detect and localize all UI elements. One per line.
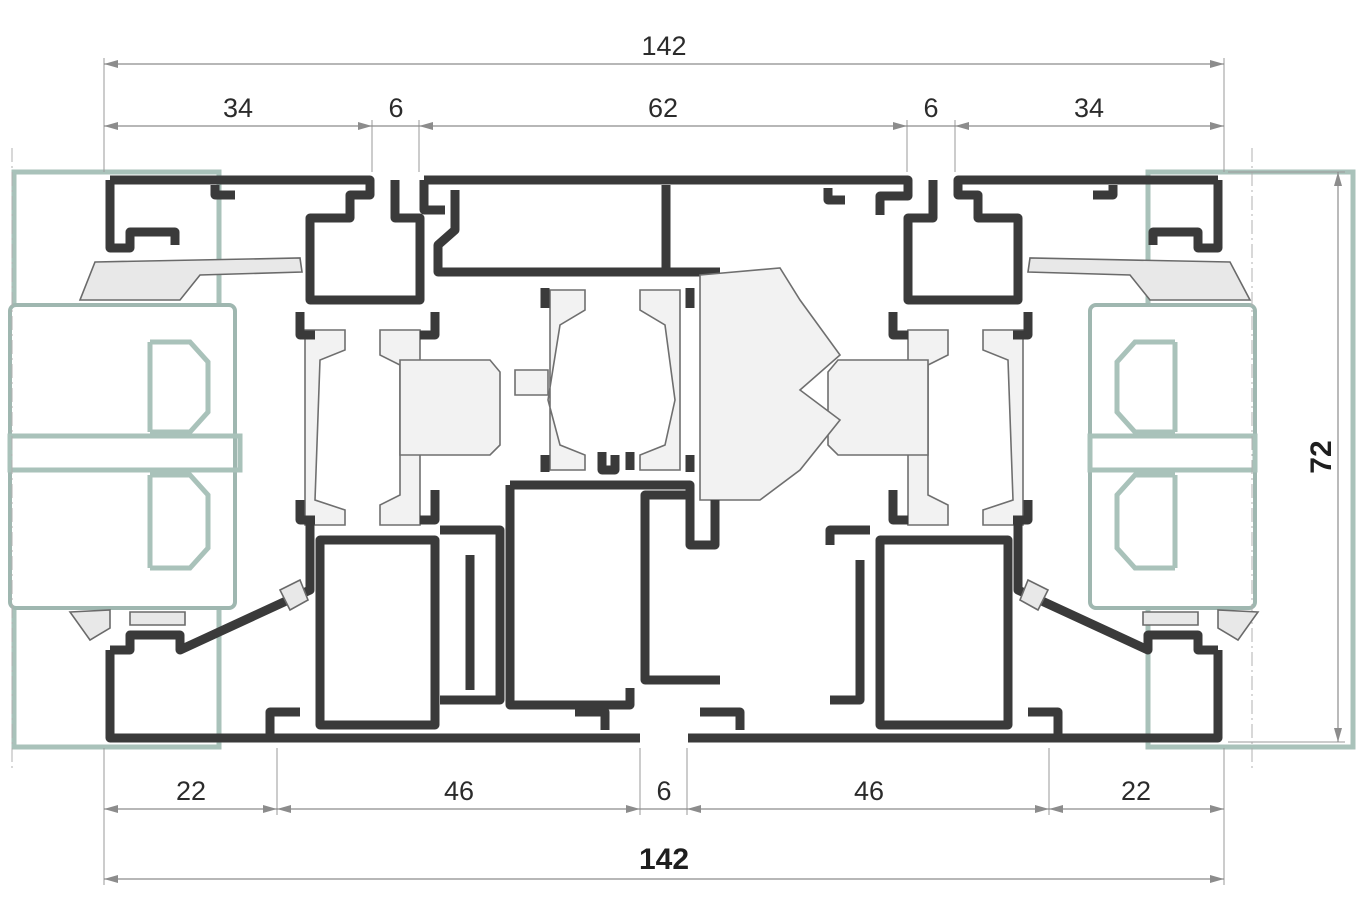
top-segment-label-1: 34 bbox=[223, 93, 253, 123]
top-segment-label-2: 6 bbox=[388, 93, 403, 123]
top-frame-profile bbox=[105, 175, 1223, 305]
top-total-label: 142 bbox=[641, 31, 686, 61]
height-label: 72 bbox=[1305, 440, 1338, 473]
central-interlock bbox=[514, 267, 842, 501]
left-sash-profile bbox=[295, 312, 501, 526]
top-segment-label-5: 34 bbox=[1074, 93, 1104, 123]
top-total-dimension: 142 bbox=[103, 31, 1225, 172]
bottom-frame-profile bbox=[105, 480, 1223, 743]
top-segment-dimensions: 34 6 62 6 34 bbox=[104, 93, 1224, 172]
bottom-segment-label-5: 22 bbox=[1121, 776, 1151, 806]
bottom-total-dimension: 142 bbox=[104, 843, 1224, 883]
top-gaskets bbox=[78, 257, 1252, 301]
right-sash-profile bbox=[827, 312, 1033, 526]
bottom-gaskets bbox=[68, 578, 1260, 642]
bottom-segment-label-2: 46 bbox=[444, 776, 474, 806]
left-glazing-unit bbox=[7, 169, 243, 750]
bottom-segment-label-3: 6 bbox=[656, 776, 671, 806]
top-segment-label-3: 62 bbox=[648, 93, 678, 123]
height-dimension: 72 bbox=[1228, 171, 1345, 743]
bottom-total-label: 142 bbox=[639, 843, 689, 876]
bottom-segment-label-4: 46 bbox=[854, 776, 884, 806]
bottom-segment-dimensions: 22 46 6 46 22 bbox=[103, 748, 1225, 885]
bottom-segment-label-1: 22 bbox=[176, 776, 206, 806]
top-segment-label-4: 6 bbox=[923, 93, 938, 123]
